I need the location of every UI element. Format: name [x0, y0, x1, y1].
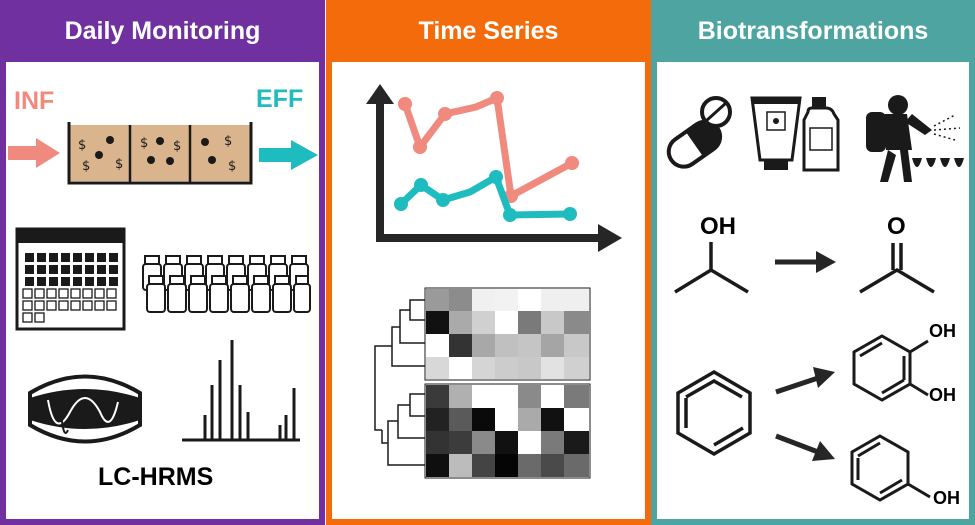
daily-monitoring-title: Daily Monitoring	[0, 0, 325, 62]
svg-text:$: $	[173, 139, 181, 154]
mass-spectrum-icon	[182, 340, 300, 442]
line-chart-icon	[366, 84, 622, 252]
conversion-arrow-icon	[775, 251, 836, 273]
isopropanol-oh-label: OH	[700, 213, 736, 240]
svg-text:$: $	[140, 136, 148, 151]
heatmap-icon	[424, 287, 591, 479]
arrow-to-phenol-icon	[775, 433, 835, 461]
inf-label: INF	[14, 87, 55, 115]
time-series-title: Time Series	[326, 0, 651, 62]
svg-text:$: $	[115, 157, 123, 172]
acetone-o-label: O	[887, 213, 906, 240]
eff-label: EFF	[256, 85, 304, 113]
benzene-icon	[676, 369, 752, 457]
lc-hrms-label: LC-HRMS	[98, 463, 214, 491]
isopropanol-icon	[674, 242, 749, 294]
acetone-icon	[859, 243, 935, 294]
svg-text:$: $	[82, 159, 90, 174]
pill-icon	[666, 96, 732, 169]
dendrogram-icon	[374, 299, 425, 466]
catechol-oh-top-label: OH	[929, 321, 956, 341]
reactor-tank-icon: $ $ $ $ $ $ $	[67, 122, 253, 185]
catechol-oh-bottom-label: OH	[929, 385, 956, 405]
phenol-oh-label: OH	[933, 488, 960, 508]
orbitrap-icon	[28, 374, 142, 444]
sunscreen-icon	[750, 96, 802, 170]
arrow-to-catechol-icon	[775, 367, 835, 395]
catechol-icon	[852, 334, 929, 402]
svg-text:$: $	[224, 134, 232, 149]
svg-text:$: $	[78, 138, 86, 153]
person-spraying-icon	[866, 95, 964, 182]
phenol-icon	[850, 434, 931, 502]
effluent-arrow-icon	[259, 140, 318, 170]
calendar-icon	[15, 227, 126, 331]
sample-vials-icon	[142, 255, 311, 313]
influent-arrow-icon	[8, 138, 60, 168]
bottle-icon	[802, 97, 840, 172]
biotransformations-title: Biotransformations	[651, 0, 975, 62]
svg-text:$: $	[228, 159, 236, 174]
